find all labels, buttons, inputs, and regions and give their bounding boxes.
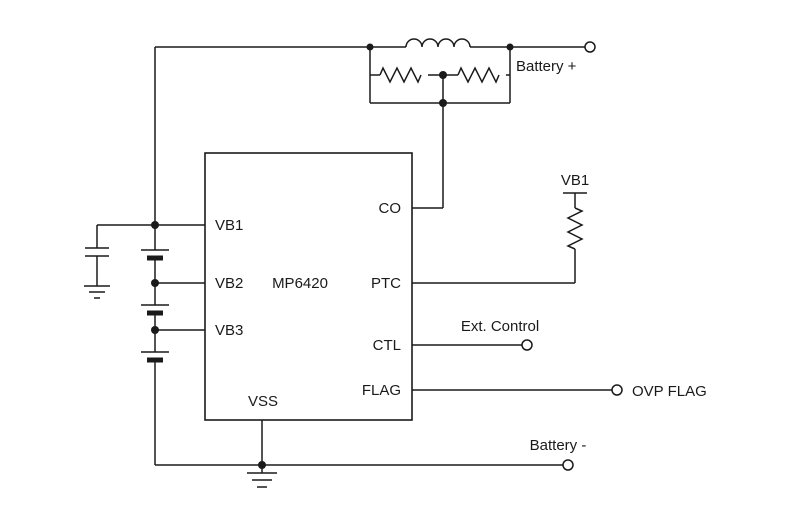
ic-pin-label-co: CO: [379, 200, 402, 217]
vb1-pullup-network: VB1: [412, 172, 589, 284]
vb1-supply-label: VB1: [561, 172, 589, 189]
battery-stack: [141, 47, 169, 465]
ovp-flag-terminal: [611, 384, 623, 396]
top-rail: Battery +: [155, 38, 596, 75]
ext-control-label: Ext. Control: [461, 318, 539, 335]
bottom-rail: Battery -: [155, 420, 587, 488]
battery-minus-label: Battery -: [530, 437, 587, 454]
battery-plus-label: Battery +: [516, 58, 577, 75]
ic-pin-label-flag: FLAG: [362, 382, 401, 399]
ic-body: [204, 152, 413, 421]
inductor-icon: [405, 38, 471, 48]
resistor-r2-icon: [457, 66, 500, 84]
ovp-flag-label: OVP FLAG: [632, 383, 707, 400]
flag-net: OVP FLAG: [412, 383, 707, 400]
battery-minus-terminal: [562, 459, 574, 471]
decoupling-capacitor: [84, 225, 110, 299]
junction-dot: [366, 43, 374, 51]
ic-pin-label-ptc: PTC: [371, 275, 401, 292]
ext-control-terminal: [521, 339, 533, 351]
battery-plus-terminal: [584, 41, 596, 53]
vb-pin-wires: [97, 224, 205, 331]
ic-pin-label-vb2: VB2: [215, 275, 243, 292]
ic-pin-label-vb1: VB1: [215, 217, 243, 234]
ic-part-number: MP6420: [272, 275, 328, 292]
sense-resistor-network: [366, 43, 514, 209]
pullup-resistor-icon: [566, 207, 584, 250]
resistor-r1-icon: [379, 66, 422, 84]
ctl-net: Ext. Control: [412, 318, 539, 351]
junction-dot: [506, 43, 514, 51]
ic: VB1 VB2 VB3 VSS CO PTC CTL FLAG MP6420: [204, 152, 413, 421]
ic-pin-label-vb3: VB3: [215, 322, 243, 339]
junction-dot: [258, 461, 266, 469]
ic-pin-label-vss: VSS: [248, 393, 278, 410]
ic-pin-label-ctl: CTL: [373, 337, 401, 354]
